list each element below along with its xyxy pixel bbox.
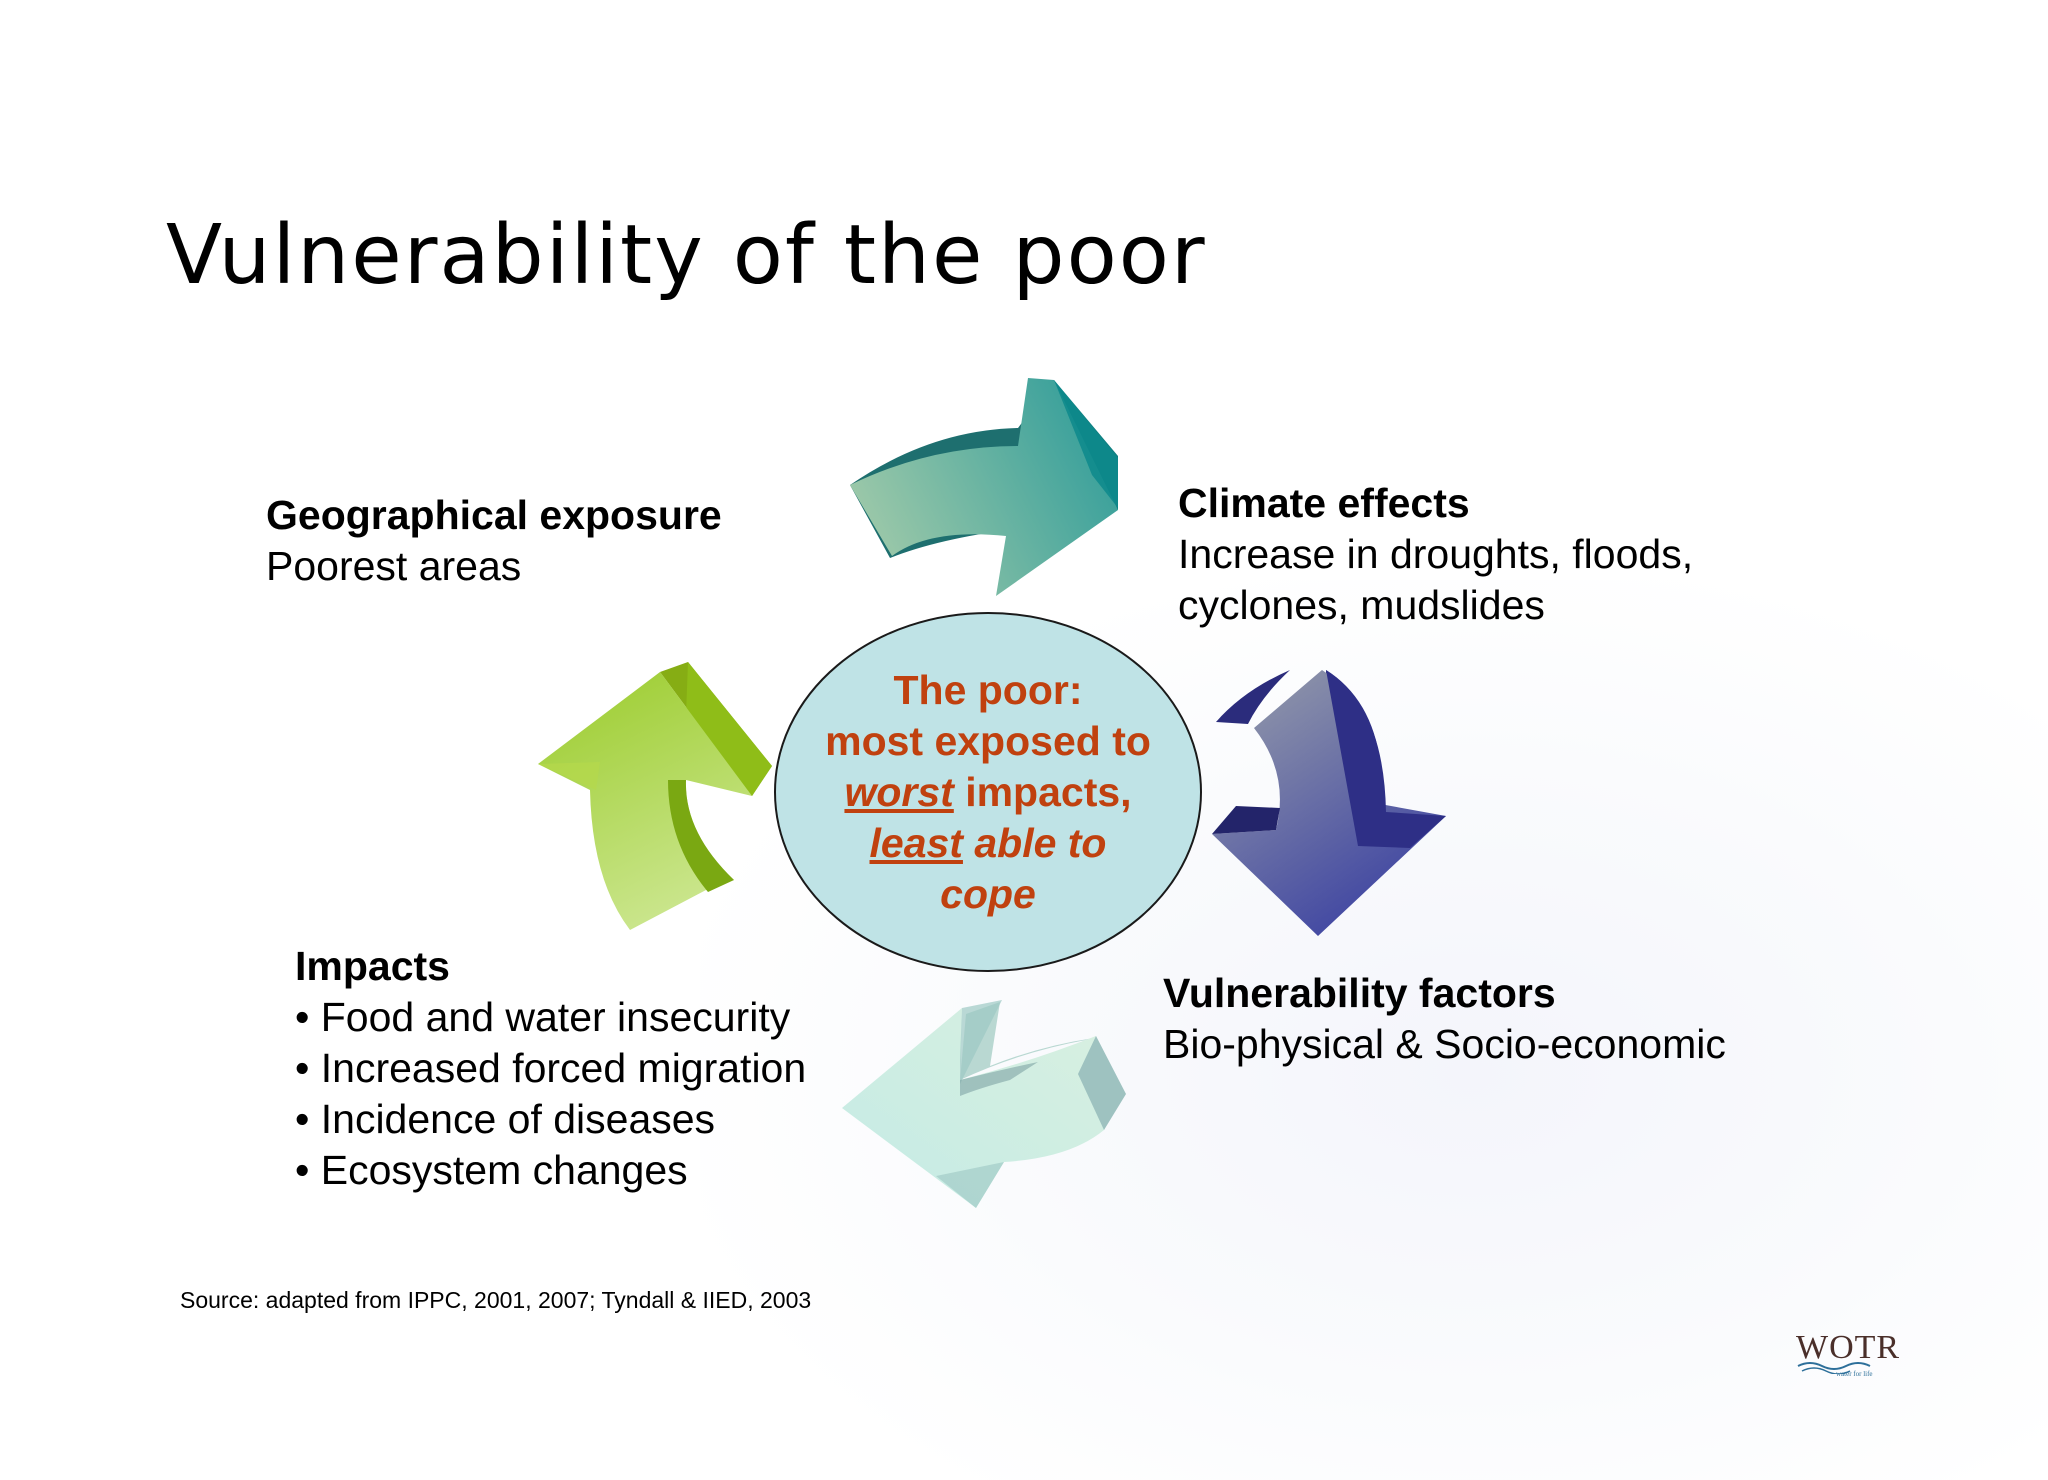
logo-wordmark: WOTR	[1796, 1329, 1901, 1366]
center-line-2: most exposed to	[825, 718, 1151, 764]
logo-tagline: water for life	[1836, 1370, 1873, 1378]
arrow-vulnerability-to-impacts	[842, 1000, 1126, 1208]
center-line-4: least able to	[778, 818, 1198, 869]
geographical-heading: Geographical exposure	[266, 492, 722, 538]
least-emphasis: least	[869, 820, 963, 866]
worst-emphasis: worst	[844, 769, 954, 815]
impacts-text: impacts,	[953, 769, 1132, 815]
impacts-heading: Impacts	[295, 943, 450, 989]
arrow-climate-to-vulnerability	[1212, 670, 1446, 936]
center-ellipse	[774, 612, 1202, 972]
arrow-impacts-to-geographical	[538, 662, 772, 930]
arrow-geographical-to-climate	[850, 378, 1118, 596]
center-line-5: cope	[940, 871, 1036, 917]
able-text: able to	[962, 820, 1107, 866]
center-message: The poor: most exposed to worst impacts,…	[778, 665, 1198, 920]
climate-line-2: cyclones, mudslides	[1178, 582, 1545, 628]
impacts-bullet: Increased forced migration	[295, 1043, 806, 1094]
node-geographical-exposure: Geographical exposure Poorest areas	[266, 490, 722, 592]
center-line-1: The poor:	[893, 667, 1083, 713]
vulnerability-heading: Vulnerability factors	[1163, 970, 1556, 1016]
center-line-3: worst impacts,	[778, 767, 1198, 818]
source-citation: Source: adapted from IPPC, 2001, 2007; T…	[180, 1287, 812, 1313]
node-vulnerability-factors: Vulnerability factors Bio-physical & Soc…	[1163, 968, 1726, 1070]
climate-line-1: Increase in droughts, floods,	[1178, 531, 1694, 577]
impacts-bullet: Incidence of diseases	[295, 1094, 806, 1145]
node-impacts: Impacts Food and water insecurity Increa…	[295, 941, 806, 1196]
logo-wave-icon	[1797, 1362, 1871, 1374]
impacts-bullet: Ecosystem changes	[295, 1145, 806, 1196]
slide-title: Vulnerability of the poor	[166, 208, 1207, 303]
geographical-text: Poorest areas	[266, 543, 522, 589]
node-climate-effects: Climate effects Increase in droughts, fl…	[1178, 478, 1693, 631]
climate-heading: Climate effects	[1178, 480, 1470, 526]
vulnerability-text: Bio-physical & Socio-economic	[1163, 1021, 1726, 1067]
impacts-bullet: Food and water insecurity	[295, 992, 806, 1043]
wotr-logo: WOTR water for life	[1796, 1330, 1899, 1380]
cycle-diagram	[538, 378, 1446, 1208]
